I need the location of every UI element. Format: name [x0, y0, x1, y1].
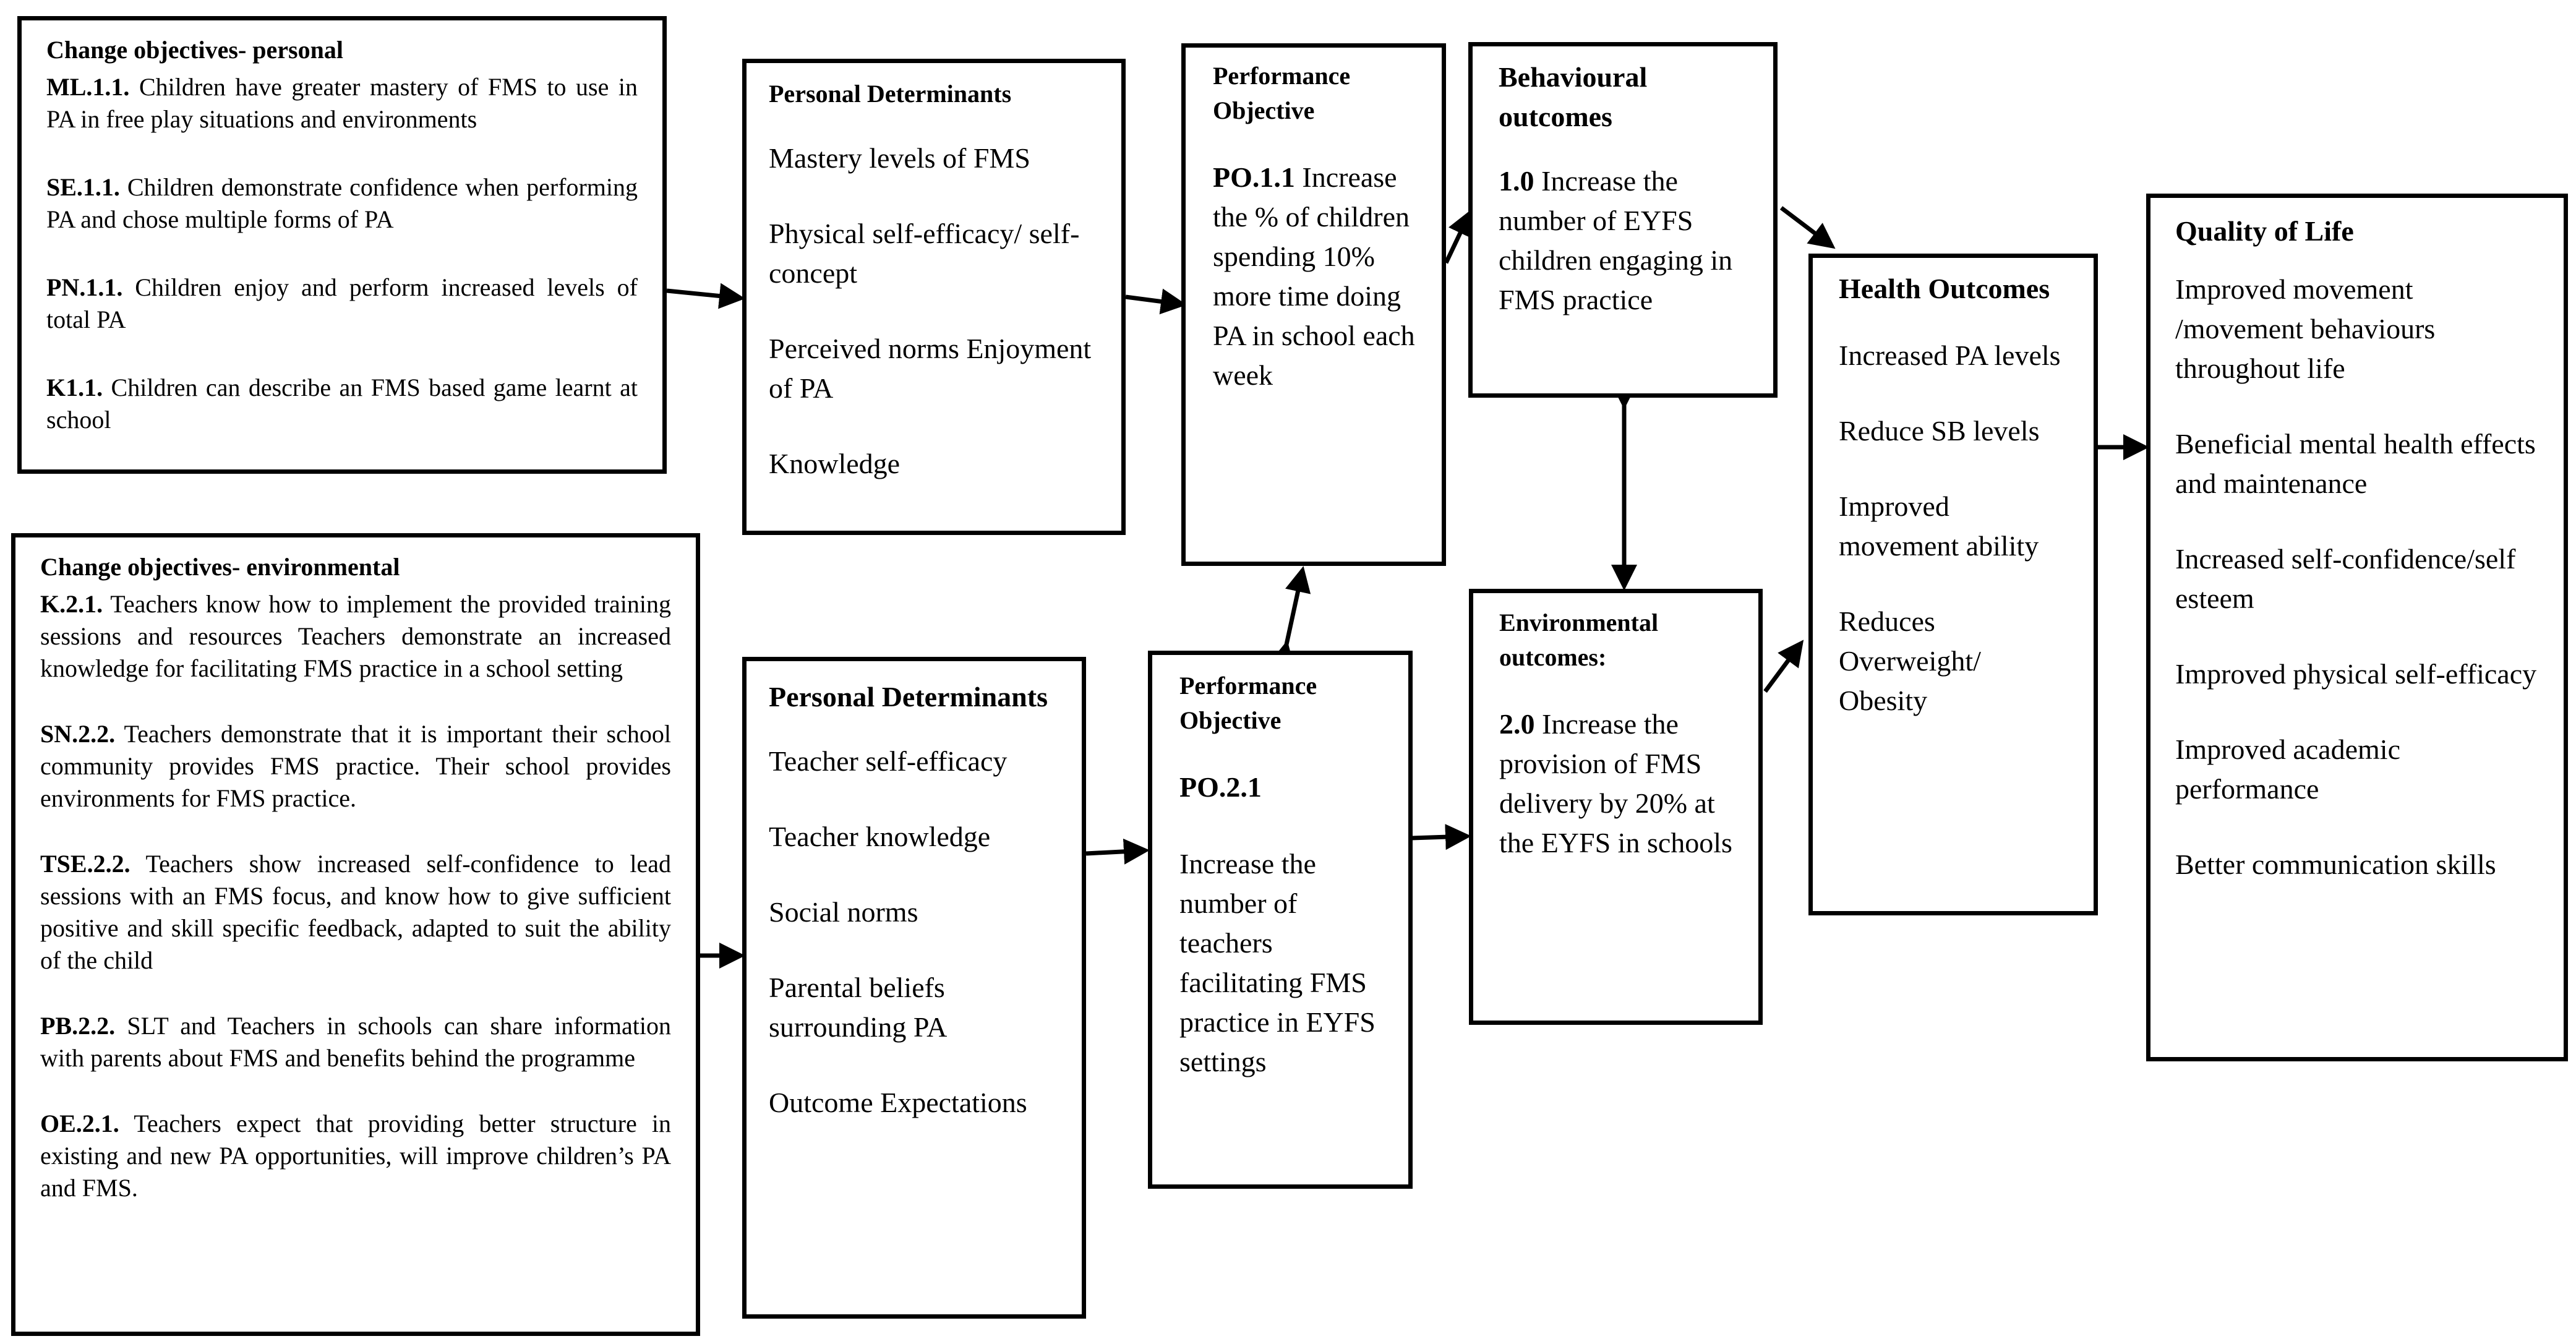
quality-of-life-item: Beneficial mental health effects and mai…: [2175, 428, 2536, 499]
behavioural-outcome-text: 1.0 Increase the number of EYFS children…: [1499, 165, 1733, 315]
personal-determinants-box-1: Personal Determinants Mastery levels of …: [742, 59, 1126, 535]
arrow-po1-po2-bidirectional: [1269, 566, 1311, 669]
health-outcome-item: Improved movement ability: [1839, 490, 2039, 562]
change-objectives-environmental-title: Change objectives- environmental: [40, 553, 400, 581]
change-objective-item: PN.1.1. Children enjoy and perform incre…: [46, 273, 638, 333]
arrow-behavioural-to-health: [1779, 206, 1836, 249]
performance-objective-text: Increase the number of teachers facilita…: [1179, 848, 1376, 1077]
determinant-item: Parental beliefs surrounding PA: [769, 972, 948, 1043]
performance-objective-box-1: Performance Objective PO.1.1 Increase th…: [1181, 43, 1446, 566]
health-outcomes-box: Health Outcomes Increased PA levels Redu…: [1808, 254, 2098, 915]
determinant-item: Mastery levels of FMS: [769, 142, 1030, 174]
personal-determinants-box-2: Personal Determinants Teacher self-effic…: [742, 657, 1086, 1319]
arrow-po1-to-behavioural: [1444, 209, 1472, 264]
change-objective-item: ML.1.1. Children have greater mastery of…: [46, 73, 638, 133]
change-objective-item: OE.2.1. Teachers expect that providing b…: [40, 1110, 672, 1202]
quality-of-life-item: Increased self-confidence/self esteem: [2175, 543, 2516, 614]
performance-objective-text: PO.1.1 Increase the % of children spendi…: [1213, 161, 1415, 391]
change-objective-item: K.2.1. Teachers know how to implement th…: [40, 590, 671, 682]
change-objective-item: K1.1. Children can describe an FMS based…: [46, 374, 638, 434]
environmental-outcomes-box: Environmental outcomes: 2.0 Increase the…: [1469, 589, 1763, 1025]
quality-of-life-item: Improved physical self-efficacy: [2175, 658, 2537, 690]
arrow-environmental-to-health: [1763, 640, 1804, 693]
determinant-item: Outcome Expectations: [769, 1087, 1027, 1118]
arrow-determinants2-to-po2: [1085, 838, 1150, 865]
change-objectives-personal-box: Change objectives- personal ML.1.1. Chil…: [17, 16, 667, 474]
arrow-personal-to-determinants: [666, 283, 745, 309]
performance-objective-code: PO.2.1: [1179, 771, 1262, 803]
health-outcome-item: Reduces Overweight/ Obesity: [1839, 606, 1981, 716]
determinant-item: Physical self-efficacy/ self-concept: [769, 218, 1080, 289]
performance-objective-box-2: Performance Objective PO.2.1 Increase th…: [1148, 651, 1413, 1189]
change-objectives-environmental-box: Change objectives- environmental K.2.1. …: [11, 533, 700, 1336]
quality-of-life-item: Improved movement /movement behaviours t…: [2175, 273, 2436, 384]
personal-determinants-title: Personal Determinants: [769, 681, 1048, 713]
determinant-item: Social norms: [769, 896, 918, 928]
personal-determinants-title: Personal Determinants: [769, 80, 1012, 108]
change-objectives-personal-title: Change objectives- personal: [46, 36, 343, 64]
quality-of-life-item: Better communication skills: [2175, 849, 2496, 880]
change-objective-item: SE.1.1. Children demonstrate confidence …: [46, 173, 638, 233]
determinant-item: Teacher self-efficacy: [769, 745, 1008, 777]
quality-of-life-item: Improved academic performance: [2175, 734, 2400, 805]
environmental-outcome-text: 2.0 Increase the provision of FMS delive…: [1499, 708, 1732, 858]
quality-of-life-title: Quality of Life: [2175, 215, 2354, 247]
performance-objective-title: Performance Objective: [1179, 672, 1317, 734]
arrow-po2-to-environmental: [1411, 824, 1471, 850]
change-objective-item: PB.2.2. SLT and Teachers in schools can …: [40, 1012, 672, 1072]
behavioural-outcomes-title: Behavioural outcomes: [1499, 61, 1648, 132]
change-objective-item: TSE.2.2. Teachers show increased self-co…: [40, 850, 671, 974]
quality-of-life-box: Quality of Life Improved movement /movem…: [2146, 194, 2568, 1061]
change-objective-item: SN.2.2. Teachers demonstrate that it is …: [40, 720, 671, 812]
environmental-outcomes-title: Environmental outcomes:: [1499, 609, 1659, 671]
health-outcomes-title: Health Outcomes: [1839, 273, 2050, 304]
determinant-item: Teacher knowledge: [769, 821, 991, 852]
arrow-determinants1-to-po1: [1125, 288, 1187, 315]
determinant-item: Perceived norms Enjoyment of PA: [769, 333, 1092, 404]
determinant-item: Knowledge: [769, 448, 901, 479]
health-outcome-item: Reduce SB levels: [1839, 415, 2040, 447]
performance-objective-title: Performance Objective: [1213, 62, 1351, 124]
health-outcome-item: Increased PA levels: [1839, 340, 2061, 371]
behavioural-outcomes-box: Behavioural outcomes 1.0 Increase the nu…: [1468, 42, 1778, 398]
